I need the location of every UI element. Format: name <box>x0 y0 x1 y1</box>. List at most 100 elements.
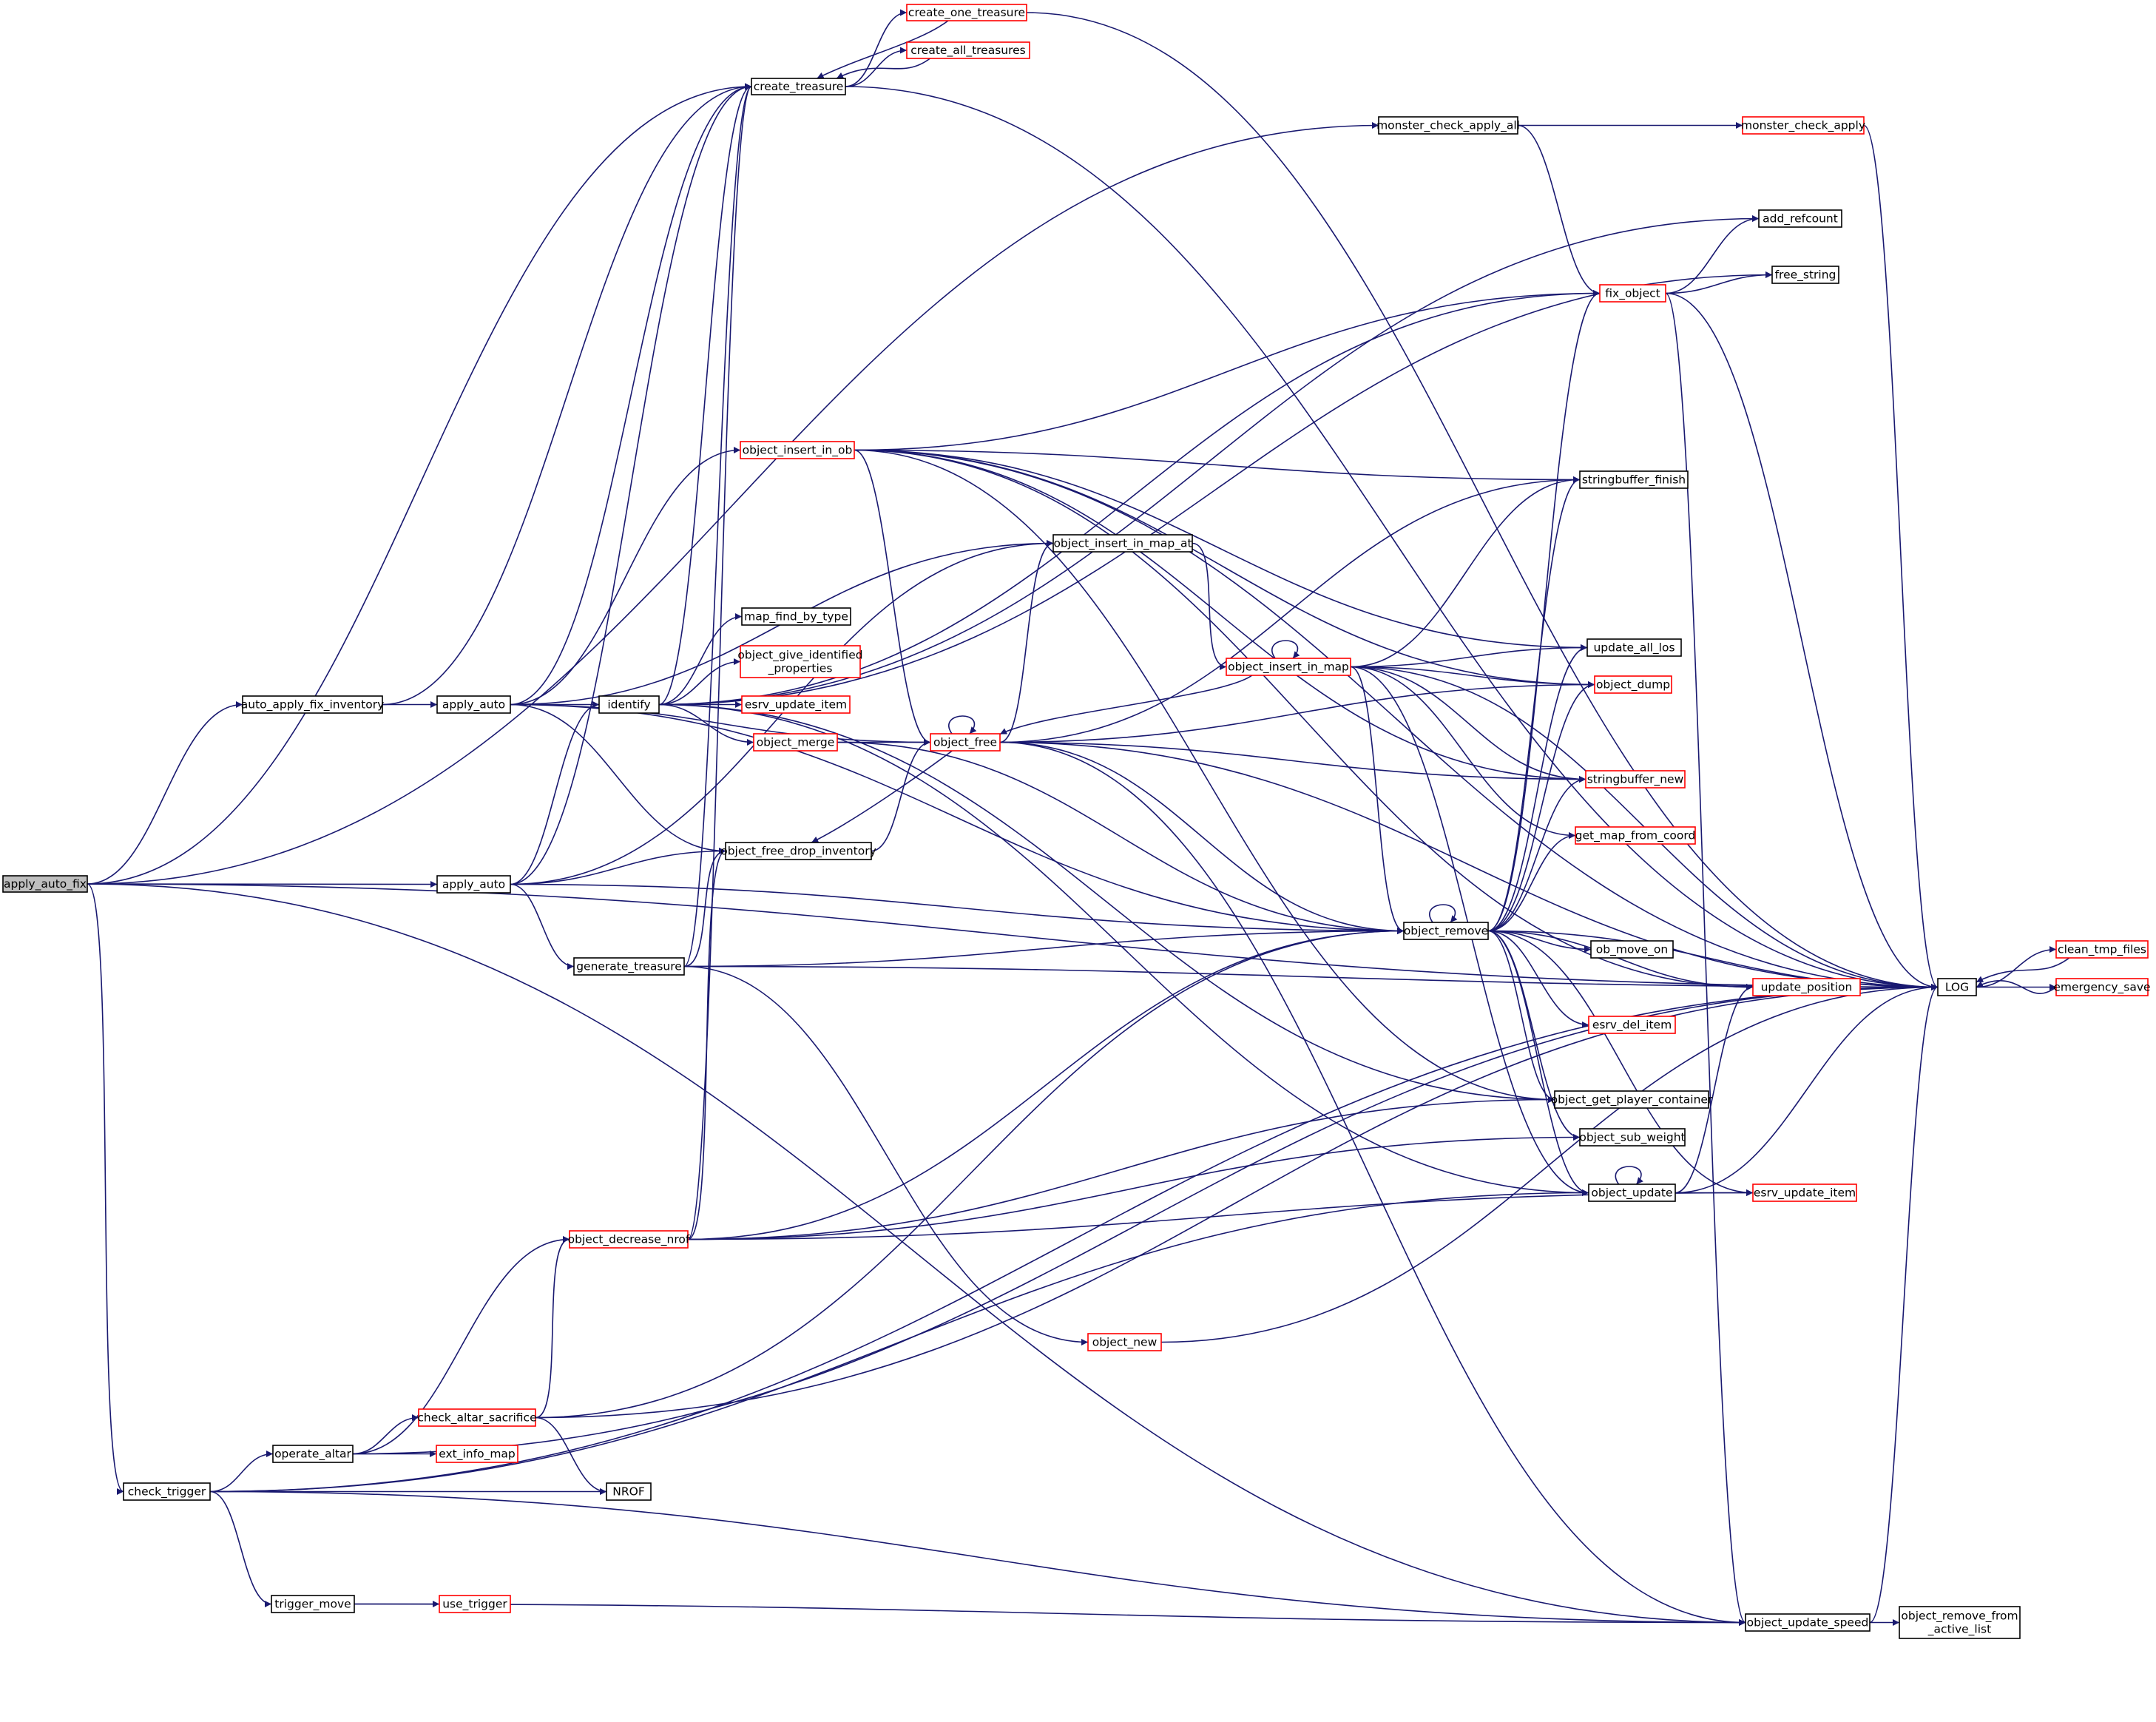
node-esrv-update-item-1[interactable]: esrv_update_item <box>741 695 851 714</box>
node-emergency-save[interactable]: emergency_save <box>2053 978 2151 996</box>
edge-object-remove-to-esrv-update-item-2 <box>1487 930 1754 1196</box>
node-object-update[interactable]: object_update <box>1588 1184 1676 1202</box>
node-monster-check-apply[interactable]: monster_check_apply <box>1741 116 1865 135</box>
edge-apply-auto-1-to-object-remove <box>510 703 1405 934</box>
node-esrv-del-item[interactable]: esrv_del_item <box>1588 1016 1676 1034</box>
edge-apply-auto-1-to-create-treasure <box>510 83 752 706</box>
node-label: get_map_from_coord <box>1575 829 1696 843</box>
node-object-decrease-nrof[interactable]: object_decrease_nrof <box>568 1230 690 1249</box>
node-label: object_remove_from <box>1901 1610 2018 1624</box>
node-esrv-update-item-2[interactable]: esrv_update_item <box>1752 1184 1857 1202</box>
node-update-all-los[interactable]: update_all_los <box>1586 638 1682 657</box>
node-box <box>1087 1333 1162 1351</box>
node-object-new[interactable]: object_new <box>1087 1333 1162 1351</box>
node-box <box>1554 1090 1709 1109</box>
node-operate-altar[interactable]: operate_altar <box>272 1445 354 1463</box>
node-box <box>1579 1128 1686 1147</box>
edge-object-remove-to-stringbuffer-finish <box>1487 476 1581 932</box>
node-map-find-by-type[interactable]: map_find_by_type <box>741 607 851 626</box>
edge-clean-tmp-files-to-LOG <box>1976 957 2070 983</box>
node-free-string[interactable]: free_string <box>1771 266 1839 284</box>
node-box <box>753 733 838 752</box>
edge-apply-auto-1-to-object-free <box>510 703 931 746</box>
node-trigger-move[interactable]: trigger_move <box>271 1595 355 1613</box>
edge-apply-auto-1-to-object-free-drop-inventory <box>510 703 726 854</box>
edge-generate-treasure-to-LOG <box>683 965 1939 990</box>
node-apply-auto-1[interactable]: apply_auto <box>436 695 511 714</box>
node-monster-check-apply-all[interactable]: monster_check_apply_all <box>1376 116 1520 135</box>
node-box <box>1588 1184 1676 1202</box>
node-fix-object[interactable]: fix_object <box>1599 284 1666 303</box>
node-object-remove-from-active-list[interactable]: object_remove_from_active_list <box>1899 1606 2021 1639</box>
node-create-one-treasure[interactable]: create_one_treasure <box>906 4 1027 21</box>
node-object-dump[interactable]: object_dump <box>1594 675 1672 694</box>
node-identify[interactable]: identify <box>598 695 660 714</box>
edge-create-treasure-to-create-one-treasure <box>845 9 908 87</box>
node-object-free-drop-inventory[interactable]: object_free_drop_inventory <box>720 842 876 860</box>
node-check-trigger[interactable]: check_trigger <box>123 1482 211 1501</box>
node-box <box>1752 978 1861 996</box>
node-NROF[interactable]: NROF <box>606 1482 652 1501</box>
node-ob-move-on[interactable]: ob_move_on <box>1590 940 1674 959</box>
node-get-map-from-coord[interactable]: get_map_from_coord <box>1575 826 1696 845</box>
node-label: NROF <box>612 1485 645 1499</box>
edge-object-remove-to-object-update <box>1487 930 1589 1196</box>
node-object-insert-in-ob[interactable]: object_insert_in_ob <box>740 441 855 459</box>
node-object-give-identified-properties[interactable]: object_give_identified_properties <box>737 645 863 678</box>
node-label: generate_treasure <box>576 960 682 974</box>
node-label: apply_auto <box>442 698 505 712</box>
edge-object-free-to-LOG <box>999 741 1939 990</box>
node-box <box>906 41 1030 59</box>
node-box <box>2 875 88 893</box>
node-apply-auto-fix[interactable]: apply_auto_fix <box>2 875 88 893</box>
edge-object-free-to-object-free-drop-inventory <box>811 750 953 843</box>
node-box <box>1594 675 1672 694</box>
edge-check-altar-sacrifice-to-LOG <box>535 984 1939 1419</box>
node-box <box>906 4 1027 21</box>
node-stringbuffer-finish[interactable]: stringbuffer_finish <box>1579 470 1689 489</box>
node-object-merge[interactable]: object_merge <box>753 733 838 752</box>
node-box <box>751 78 846 95</box>
node-object-sub-weight[interactable]: object_sub_weight <box>1579 1128 1686 1147</box>
node-label: update_all_los <box>1593 641 1675 655</box>
node-object-free[interactable]: object_free <box>930 733 1001 752</box>
node-clean-tmp-files[interactable]: clean_tmp_files <box>2055 940 2149 959</box>
node-box <box>1752 1184 1857 1202</box>
edge-object-remove-to-stringbuffer-new <box>1487 776 1586 932</box>
node-label: object_insert_in_map <box>1228 661 1349 675</box>
edge-object-decrease-nrof-to-object-get-player-container <box>687 1096 1555 1240</box>
node-object-remove[interactable]: object_remove <box>1403 922 1489 940</box>
edge-object-remove-to-ob-move-on <box>1487 930 1592 953</box>
node-label: add_refcount <box>1763 212 1838 226</box>
node-add-refcount[interactable]: add_refcount <box>1758 209 1842 228</box>
edge-object-insert-in-ob-to-stringbuffer-finish <box>854 449 1581 483</box>
node-auto-apply-fix-inventory[interactable]: auto_apply_fix_inventory <box>241 695 385 714</box>
node-use-trigger[interactable]: use_trigger <box>439 1595 511 1613</box>
node-apply-auto-2[interactable]: apply_auto <box>436 875 511 894</box>
node-create-all-treasures[interactable]: create_all_treasures <box>906 41 1030 59</box>
node-object-update-speed[interactable]: object_update_speed <box>1745 1613 1871 1632</box>
node-object-insert-in-map[interactable]: object_insert_in_map <box>1226 658 1351 676</box>
node-box <box>1586 638 1682 657</box>
node-update-position[interactable]: update_position <box>1752 978 1861 996</box>
edge-apply-auto-2-to-generate-treasure <box>510 883 575 970</box>
node-create-treasure[interactable]: create_treasure <box>751 78 846 95</box>
node-object-get-player-container[interactable]: object_get_player_container <box>1551 1090 1713 1109</box>
node-label: stringbuffer_finish <box>1582 473 1686 487</box>
node-LOG[interactable]: LOG <box>1937 978 1977 996</box>
node-generate-treasure[interactable]: generate_treasure <box>573 957 685 976</box>
node-stringbuffer-new[interactable]: stringbuffer_new <box>1585 770 1686 789</box>
node-object-insert-in-map-at[interactable]: object_insert_in_map_at <box>1052 534 1193 553</box>
edge-operate-altar-to-check-altar-sacrifice <box>352 1414 419 1455</box>
node-label: object_update_speed <box>1747 1616 1869 1630</box>
edge-object-insert-in-map-to-object-insert-in-map <box>1271 640 1300 659</box>
node-label: identify <box>607 698 650 712</box>
node-label: ext_info_map <box>439 1448 516 1462</box>
edge-create-treasure-to-LOG <box>845 86 1939 990</box>
edge-object-remove-to-LOG <box>1487 930 1939 990</box>
edge-generate-treasure-to-object-free-drop-inventory <box>683 848 726 968</box>
node-ext-info-map[interactable]: ext_info_map <box>436 1445 518 1463</box>
edge-object-decrease-nrof-to-esrv-update-item-2 <box>687 1189 1754 1240</box>
edge-object-insert-in-map-to-stringbuffer-finish <box>1350 476 1581 668</box>
node-check-altar-sacrifice[interactable]: check_altar_sacrifice <box>417 1408 537 1427</box>
